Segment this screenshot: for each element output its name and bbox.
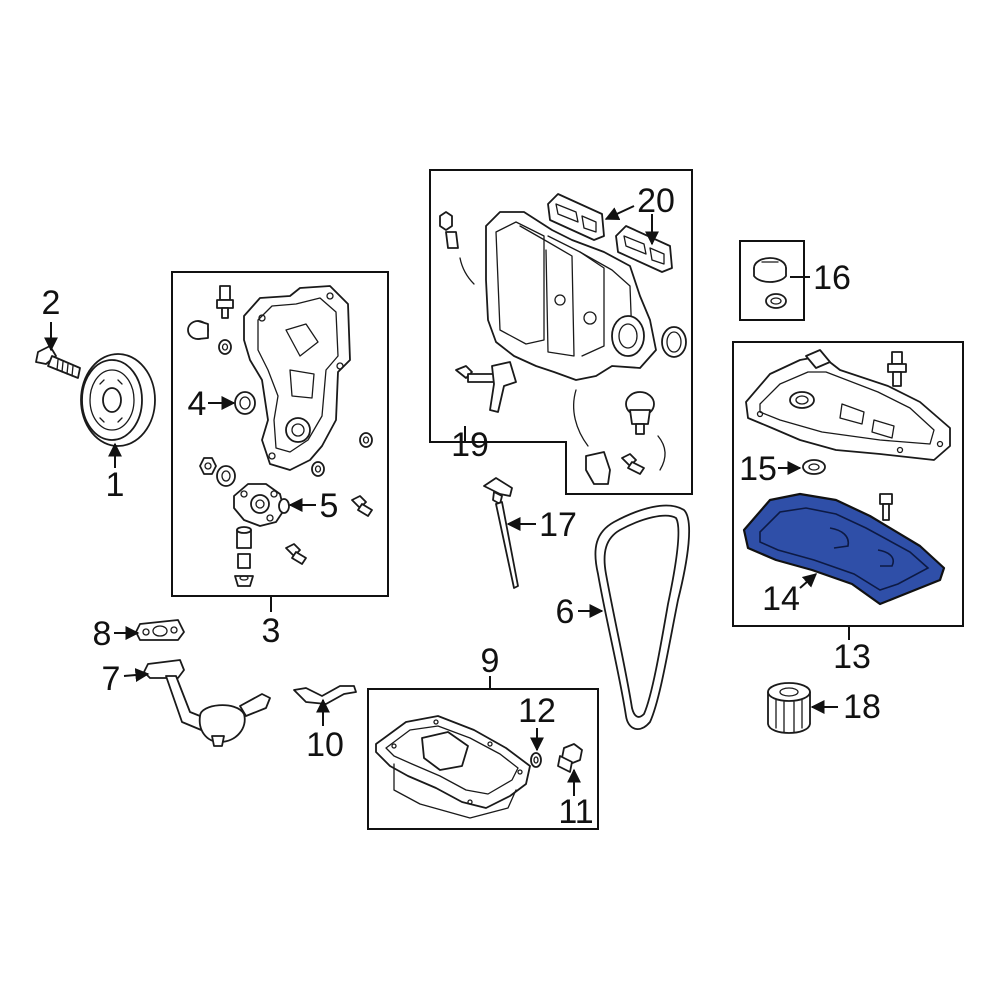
manifold-bracket-part[interactable] bbox=[455, 361, 517, 413]
drain-plug-part[interactable] bbox=[557, 743, 583, 773]
timing-cover-group-box bbox=[171, 271, 389, 597]
leader-7 bbox=[123, 668, 150, 683]
callout-2: 2 bbox=[42, 284, 61, 322]
valve-cover-gasket-part[interactable] bbox=[742, 492, 946, 606]
vacuum-hose-part[interactable] bbox=[439, 211, 475, 285]
callout-6: 6 bbox=[556, 593, 575, 631]
timing-chain-part[interactable] bbox=[594, 504, 690, 730]
intake-manifold-group-box bbox=[429, 169, 693, 495]
relief-valve-part[interactable] bbox=[234, 526, 254, 587]
oil-cap-group-box bbox=[739, 240, 805, 321]
callout-15: 15 bbox=[739, 450, 777, 488]
callout-19: 19 bbox=[451, 426, 489, 464]
crankshaft-pulley-part[interactable] bbox=[80, 353, 156, 447]
small-washer-parts[interactable] bbox=[218, 339, 373, 477]
throttle-gasket-part[interactable] bbox=[661, 326, 687, 358]
callout-7: 7 bbox=[102, 660, 121, 698]
purge-valve-part[interactable] bbox=[625, 391, 666, 471]
callout-12: 12 bbox=[518, 692, 556, 730]
oil-pan-part[interactable] bbox=[375, 715, 531, 819]
pickup-gasket-part[interactable] bbox=[135, 619, 185, 641]
intake-manifold-part[interactable] bbox=[485, 211, 657, 381]
callout-8: 8 bbox=[93, 615, 112, 653]
oil-baffle-part[interactable] bbox=[293, 685, 357, 705]
valve-cover-stud-part[interactable] bbox=[887, 351, 907, 387]
intake-gasket-part[interactable] bbox=[547, 193, 673, 273]
oil-pump-part[interactable] bbox=[233, 483, 290, 527]
valve-cover-part[interactable] bbox=[745, 349, 951, 461]
valve-cover-bolt-part[interactable] bbox=[879, 493, 893, 521]
map-sensor-part[interactable] bbox=[585, 451, 645, 485]
oil-filler-cap-part[interactable] bbox=[753, 257, 787, 309]
callout-14: 14 bbox=[762, 580, 800, 618]
callout-5: 5 bbox=[320, 487, 339, 525]
callout-11: 11 bbox=[558, 793, 593, 831]
spark-plug-grommet-part[interactable] bbox=[802, 459, 826, 475]
oil-pan-group-box bbox=[367, 688, 599, 830]
leader-14 bbox=[799, 573, 818, 589]
callout-4: 4 bbox=[188, 385, 207, 423]
callout-18: 18 bbox=[843, 688, 881, 726]
drain-plug-washer-part[interactable] bbox=[530, 752, 542, 768]
callout-1: 1 bbox=[106, 466, 125, 504]
sensor-part[interactable] bbox=[216, 285, 234, 319]
leader-20a bbox=[604, 205, 635, 221]
callout-10: 10 bbox=[306, 726, 344, 764]
timing-cover-part[interactable] bbox=[243, 285, 351, 471]
oil-filter-part[interactable] bbox=[767, 682, 811, 734]
front-seal-part[interactable] bbox=[234, 391, 256, 415]
pcv-hose-part[interactable] bbox=[573, 389, 589, 447]
oil-dipstick-part[interactable] bbox=[483, 477, 519, 589]
timing-cover-bolts-part[interactable] bbox=[285, 495, 373, 565]
callout-13: 13 bbox=[833, 638, 871, 676]
dowel-plug-part[interactable] bbox=[187, 320, 209, 340]
callout-3: 3 bbox=[262, 612, 281, 650]
callout-9: 9 bbox=[481, 642, 500, 680]
callout-20: 20 bbox=[637, 182, 675, 220]
callout-16: 16 bbox=[813, 259, 851, 297]
sprocket-gear-part[interactable] bbox=[199, 457, 236, 487]
oil-pickup-tube-part[interactable] bbox=[143, 659, 271, 747]
callout-17: 17 bbox=[539, 506, 577, 544]
pulley-bolt-part[interactable] bbox=[35, 345, 81, 379]
